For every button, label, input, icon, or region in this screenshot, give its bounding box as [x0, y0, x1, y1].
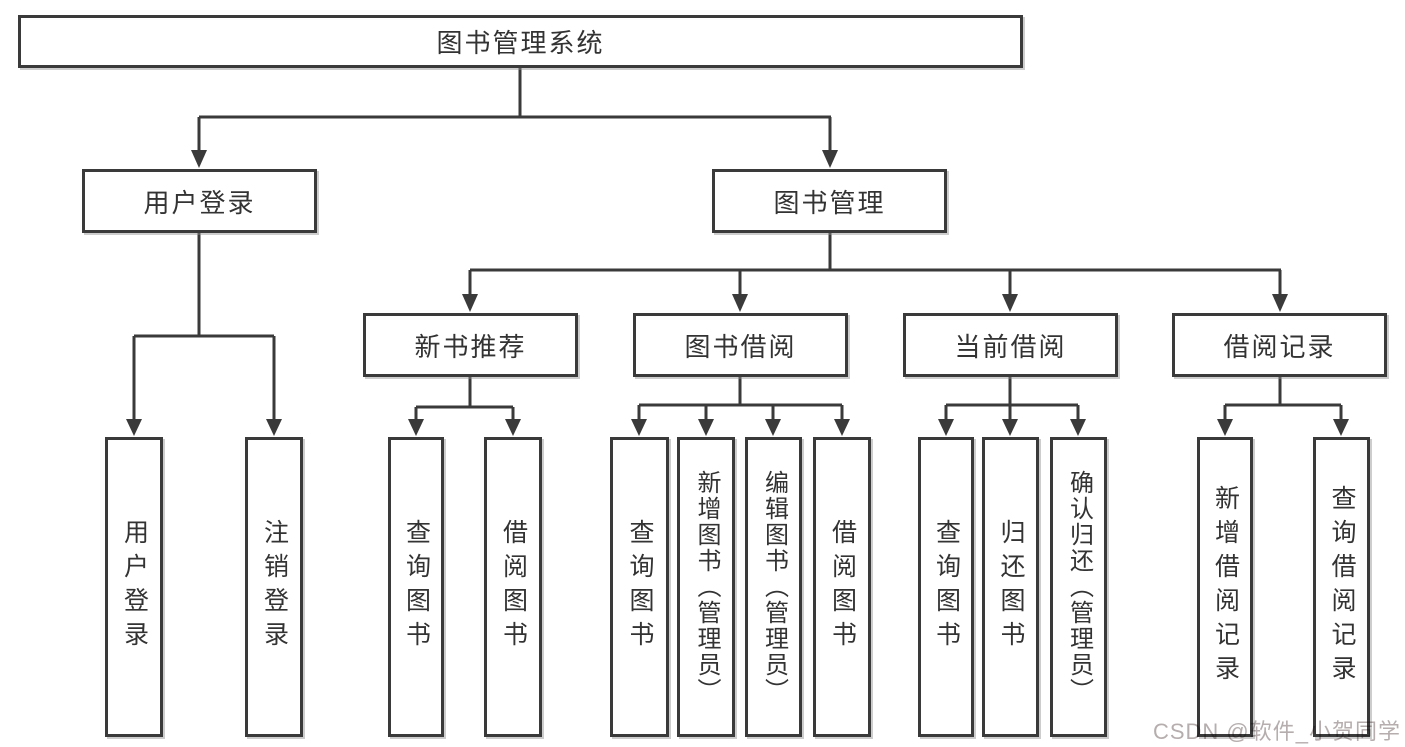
node-library-management-system: 图书管理系统: [18, 15, 1023, 68]
leaf-query-book-borrow: 查询图书: [610, 437, 669, 737]
node-current-borrow: 当前借阅: [903, 313, 1118, 377]
leaf-query-book-current: 查询图书: [918, 437, 974, 737]
node-user-login-branch: 用户登录: [82, 169, 317, 233]
leaf-logout: 注销登录: [245, 437, 303, 737]
leaf-query-book-recommend: 查询图书: [388, 437, 444, 737]
leaf-add-borrow-record: 新增借阅记录: [1197, 437, 1253, 737]
leaf-user-login: 用户登录: [105, 437, 163, 737]
leaf-add-book-admin: 新增图书（管理员）: [677, 437, 735, 737]
leaf-borrow-book: 借阅图书: [813, 437, 871, 737]
leaf-query-borrow-record: 查询借阅记录: [1313, 437, 1370, 737]
node-book-borrow: 图书借阅: [633, 313, 848, 377]
leaf-borrow-book-recommend: 借阅图书: [484, 437, 542, 737]
node-book-management-branch: 图书管理: [712, 169, 947, 233]
csdn-watermark: CSDN @软件_小贺同学: [1152, 719, 1401, 744]
leaf-confirm-return-admin: 确认归还（管理员）: [1050, 437, 1107, 737]
node-borrow-records: 借阅记录: [1172, 313, 1387, 377]
leaf-edit-book-admin: 编辑图书（管理员）: [745, 437, 802, 737]
node-new-book-recommend: 新书推荐: [363, 313, 578, 377]
leaf-return-book: 归还图书: [982, 437, 1039, 737]
